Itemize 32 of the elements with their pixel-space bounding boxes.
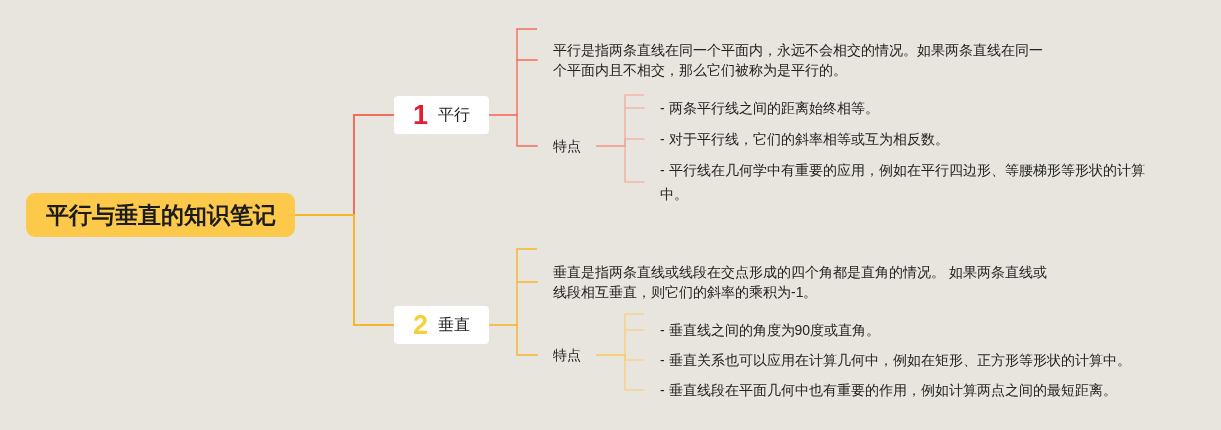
- root-topic: 平行与垂直的知识笔记: [26, 193, 295, 237]
- topic-title: 垂直: [438, 317, 470, 333]
- connector-line: [516, 281, 538, 326]
- bullet-text: - 两条平行线之间的距离始终相等。: [644, 96, 1152, 120]
- connector-line: [595, 354, 626, 356]
- connector-line: [516, 114, 538, 147]
- connector-line: [488, 324, 518, 326]
- connector-line: [624, 138, 645, 147]
- connector-line: [353, 114, 395, 216]
- bullet-text: - 垂直线之间的角度为90度或直角。: [644, 318, 1152, 342]
- bullet-text: - 垂直线段在平面几何中也有重要的作用，例如计算两点之间的最短距离。: [644, 378, 1152, 402]
- connector-line: [488, 114, 518, 116]
- bullet-text: - 平行线在几何学中有重要的应用，例如在平行四边形、等腰梯形等形状的计算中。: [644, 158, 1152, 206]
- connector-line: [624, 145, 645, 183]
- connector-line: [624, 329, 645, 356]
- connector-line: [353, 214, 395, 326]
- topic-title: 平行: [438, 107, 470, 123]
- topic-box: [394, 306, 489, 344]
- connector-line: [294, 214, 355, 216]
- note-text: 垂直是指两条直线或线段在交点形成的四个角都是直角的情况。 如果两条直线或线段相互垂直，则它们的斜率的乘积为-1。: [537, 262, 1053, 302]
- bullet-text: - 垂直关系也可以应用在计算几何中，例如在矩形、正方形等形状的计算中。: [644, 348, 1152, 372]
- connector-line: [516, 324, 538, 356]
- bullet-text: - 对于平行线，它们的斜率相等或互为相反数。: [644, 127, 1152, 151]
- topic-number: 2: [413, 311, 428, 339]
- topic-box: [394, 96, 489, 134]
- branch-label: 特点: [537, 134, 596, 158]
- topic-number: 1: [413, 101, 428, 129]
- connector-line: [516, 59, 538, 116]
- branch-label: 特点: [537, 343, 596, 367]
- connector-line: [595, 145, 626, 147]
- connector-line: [624, 354, 645, 391]
- note-text: 平行是指两条直线在同一个平面内，永远不会相交的情况。如果两条直线在同一个平面内且不相交，那么它们被称为是平行的。: [537, 40, 1053, 80]
